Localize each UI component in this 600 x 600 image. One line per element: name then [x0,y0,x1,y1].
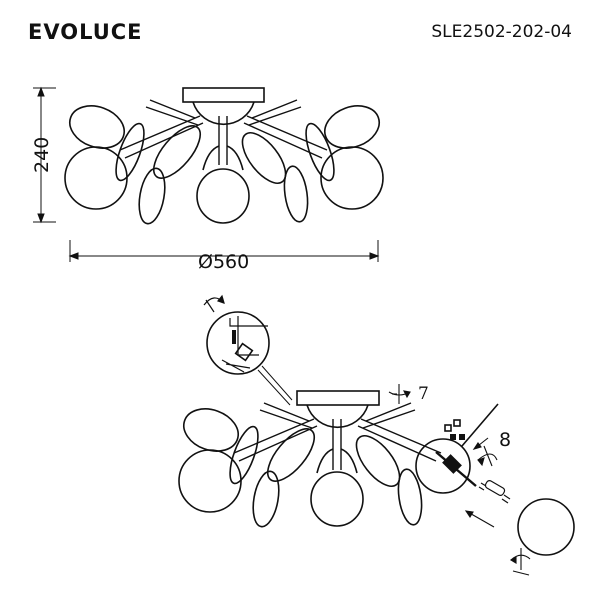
shade-rotate-icon [477,445,498,467]
shade-step-label: 8 [499,429,511,451]
front-arms [119,99,328,165]
open-socket-shade [415,438,471,494]
diameter-dimension-line [68,240,380,262]
diameter-dimension-label: Ø560 [198,251,249,273]
front-view: 240 Ø560 [31,86,384,273]
canopy-step-label: 7 [418,384,429,404]
g9-bulb-icon [478,480,511,504]
front-shades [64,105,384,225]
assembly-arms [233,402,442,470]
rotate-arrow-icon [203,294,225,313]
canopy-rotate-icon [388,384,411,404]
assembly-shades [178,408,471,528]
brand-logo: EVOLUCE [28,20,143,44]
detail-magnifier [206,311,293,406]
assembly-canopy [296,390,380,406]
height-dimension-label: 240 [31,137,53,173]
assembly-view: 7 [178,294,575,576]
front-body-dome [192,101,255,126]
globe-rotate-icon [509,548,531,576]
direction-arrow-icon [464,437,495,528]
glass-globe [517,498,575,556]
socket-detail [435,403,499,487]
front-canopy [182,87,265,103]
height-dimension-line [33,86,56,224]
model-number: SLE2502-202-04 [431,22,572,42]
assembly-body-dome [306,404,369,429]
